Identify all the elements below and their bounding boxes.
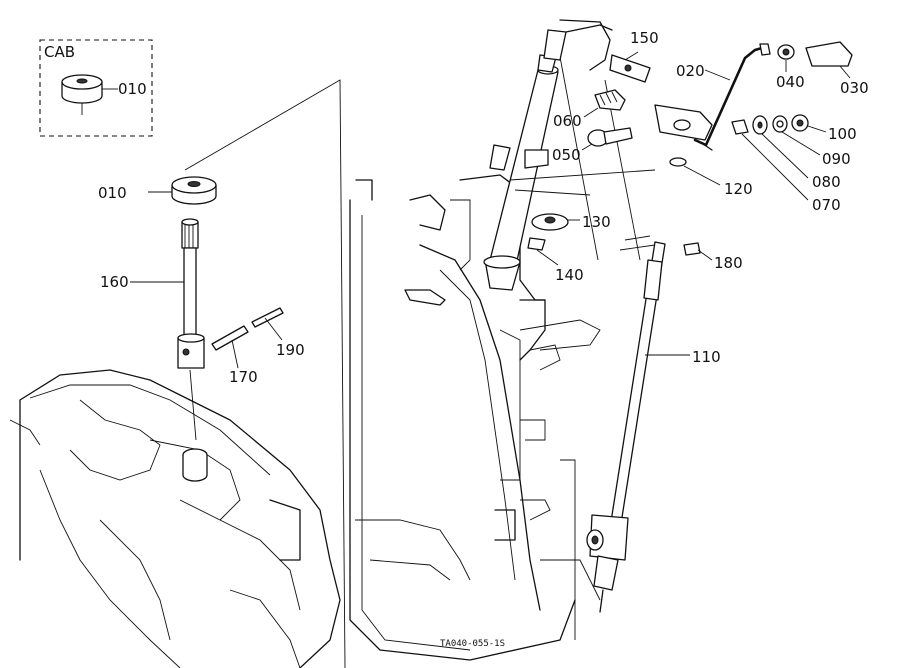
- transmission-housing: [9, 369, 341, 668]
- part-170-pin: [211, 325, 249, 369]
- part-140-bolt: [527, 237, 559, 266]
- part-110-rod: [609, 235, 690, 531]
- label-150: 150: [630, 29, 659, 47]
- part-100-nut: [791, 114, 827, 133]
- label-080: 080: [812, 173, 841, 191]
- universal-joint: [586, 514, 629, 613]
- label-180: 180: [714, 254, 743, 272]
- part-020-lever: [693, 43, 771, 151]
- label-090: 090: [822, 150, 851, 168]
- drawing-code: TA040-055-1S: [440, 639, 505, 649]
- reference-lines: [184, 29, 641, 668]
- part-010-seal: [148, 176, 217, 205]
- part-150-bracket: [609, 51, 651, 83]
- label-110: 110: [692, 348, 721, 366]
- part-070-bushing: [731, 119, 809, 201]
- label-130: 130: [582, 213, 611, 231]
- label-060: 060: [553, 112, 582, 130]
- label-010: 010: [98, 184, 127, 202]
- part-040-nut: [777, 44, 795, 72]
- steering-support-frame: [349, 174, 601, 661]
- cab-inset: CAB 010: [39, 39, 153, 137]
- part-050-pin: [581, 127, 633, 151]
- part-120-clip: [669, 157, 721, 186]
- part-080-washer: [752, 115, 809, 179]
- part-090-washer: [772, 115, 821, 156]
- part-180-bolt: [683, 242, 713, 261]
- part-160-shaft: [130, 218, 205, 369]
- part-labels: 010 020 030 040 050 060 070 080 090 100 …: [98, 29, 869, 386]
- label-160: 160: [100, 273, 129, 291]
- label-040: 040: [776, 73, 805, 91]
- cab-seal-washer: [61, 74, 103, 115]
- label-120: 120: [724, 180, 753, 198]
- steering-column: [483, 19, 613, 291]
- label-070: 070: [812, 196, 841, 214]
- label-100: 100: [828, 125, 857, 143]
- part-190-pin: [251, 307, 284, 341]
- cab-part-label: 010: [118, 80, 147, 98]
- part-130-flange: [531, 213, 580, 231]
- cab-title: CAB: [44, 43, 75, 61]
- label-050: 050: [552, 146, 581, 164]
- label-190: 190: [276, 341, 305, 359]
- label-020: 020: [676, 62, 705, 80]
- label-140: 140: [555, 266, 584, 284]
- cab-inset-border: [39, 39, 153, 137]
- part-030-knob: [805, 41, 853, 79]
- lever-bracket: [509, 104, 713, 196]
- label-030: 030: [840, 79, 869, 97]
- label-170: 170: [229, 368, 258, 386]
- part-060-spring: [583, 89, 626, 118]
